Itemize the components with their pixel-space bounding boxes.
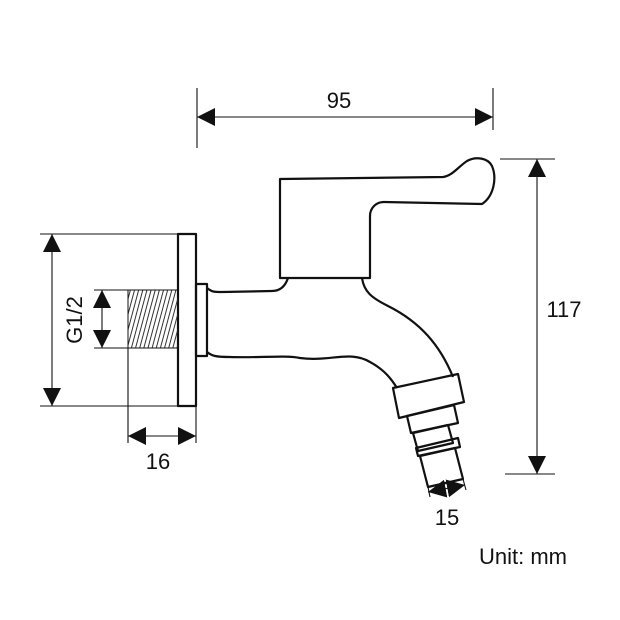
dimension-lines [40,88,555,498]
thread [127,289,179,349]
dim-thread-label: G1/2 [62,296,87,344]
nozzle-step [405,403,460,435]
spout-lower [206,351,398,389]
spout-upper [206,277,290,294]
dim-outlet-label: 15 [435,505,459,530]
dim-outlet-line [427,479,466,498]
collar [194,282,209,358]
dim-width-label: 95 [327,88,351,113]
faucet-outline [127,157,496,489]
unit-label: Unit: mm [479,544,567,569]
nozzle-ridge [414,436,462,458]
nozzle-tip [418,446,465,489]
spout-curve [360,277,455,378]
nozzle-ring [391,372,466,420]
dim-height-label: 117 [546,297,581,322]
wall-flange [176,232,198,408]
nozzle-neck [411,423,455,453]
dim-thread-length-label: 16 [146,449,170,474]
handle [278,157,496,280]
